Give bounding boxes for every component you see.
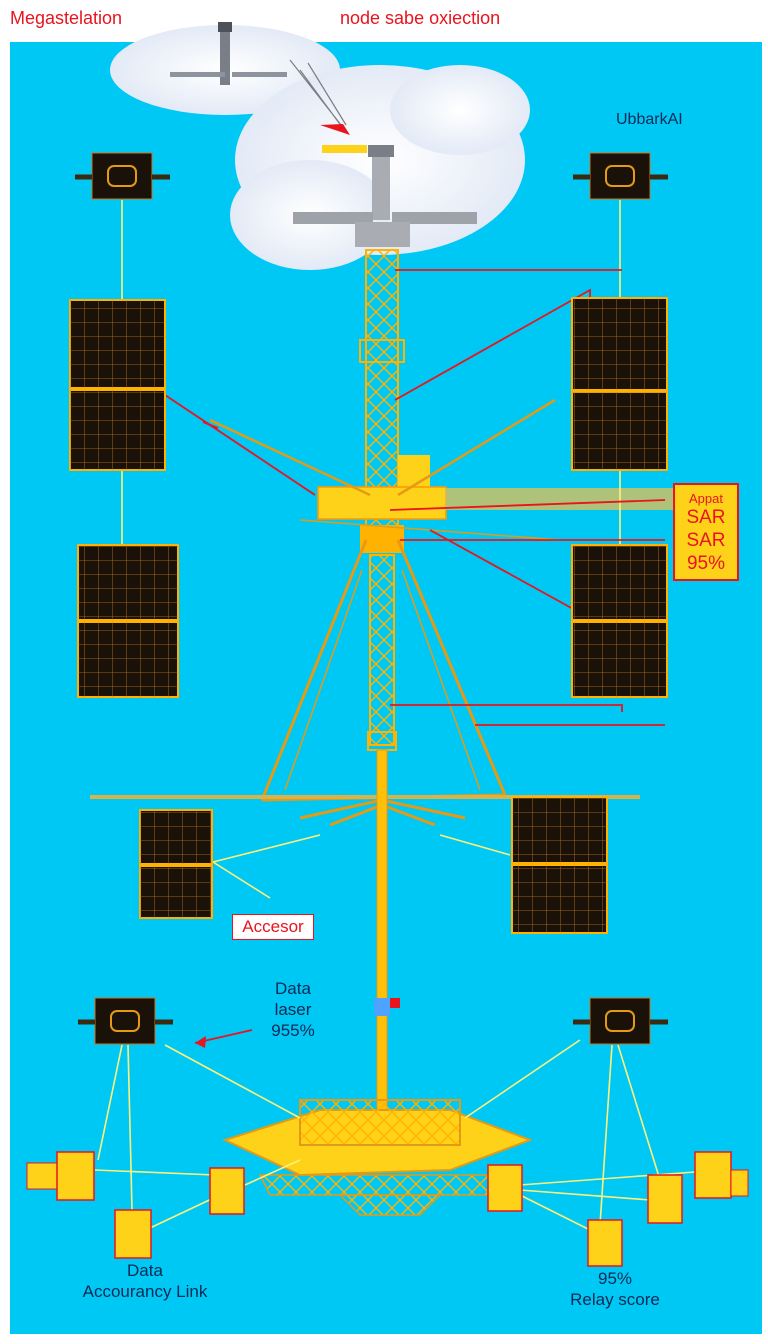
sar-line-3: 95% bbox=[686, 553, 726, 574]
solar-panel-icon bbox=[139, 809, 213, 919]
ground-module bbox=[487, 1164, 523, 1212]
top-right-label: UbbarkAI bbox=[616, 111, 683, 128]
relay-node-icon bbox=[573, 997, 668, 1045]
solar-panel-icon bbox=[69, 299, 166, 471]
relay-node-icon bbox=[75, 152, 170, 200]
red-connector-lines bbox=[164, 269, 666, 1044]
tower-top-module bbox=[293, 145, 477, 247]
sar-line-2: SAR bbox=[686, 530, 726, 551]
solar-panel-icon bbox=[511, 796, 608, 934]
lower-mast bbox=[376, 749, 388, 1111]
mast-marker bbox=[390, 998, 400, 1008]
relay-node-icon bbox=[573, 152, 668, 200]
tower-mast bbox=[317, 249, 447, 751]
sar-beam bbox=[445, 488, 673, 510]
relay-score-label: 95% Relay score bbox=[570, 1269, 660, 1309]
laser-label: Data laser 955% bbox=[271, 979, 315, 1040]
arrow-head bbox=[195, 1036, 206, 1048]
ground-module bbox=[26, 1151, 95, 1201]
title-left: Megastelation bbox=[10, 8, 123, 28]
ground-module bbox=[694, 1151, 749, 1199]
solar-panel-icon bbox=[571, 544, 668, 698]
mast-sensor bbox=[374, 998, 390, 1016]
sar-line-0: Appat bbox=[689, 491, 723, 506]
ground-module bbox=[647, 1174, 683, 1224]
solar-panel-icon bbox=[571, 297, 668, 471]
relay-node-icon bbox=[78, 997, 173, 1045]
ground-module bbox=[209, 1167, 245, 1215]
satellite-icon bbox=[170, 22, 350, 135]
sar-line-1: SAR bbox=[686, 507, 726, 528]
sar-callout: Appat SAR SAR 95% bbox=[673, 483, 739, 581]
ground-module bbox=[114, 1209, 152, 1259]
link-lines bbox=[94, 200, 696, 1231]
solar-panel-icon bbox=[77, 544, 179, 698]
title-center: node sabe oxiection bbox=[340, 8, 501, 28]
accuracy-link-label: Data Accourancy Link bbox=[82, 1261, 208, 1301]
ground-module bbox=[587, 1219, 623, 1267]
horizon-beam bbox=[90, 795, 640, 799]
accesor-label: Accesor bbox=[232, 914, 314, 940]
base-platform bbox=[222, 1099, 533, 1216]
